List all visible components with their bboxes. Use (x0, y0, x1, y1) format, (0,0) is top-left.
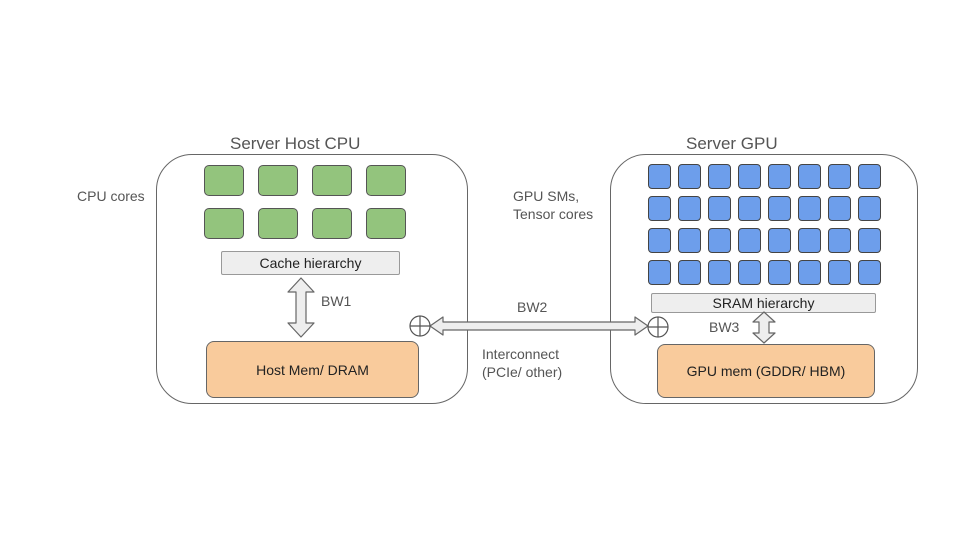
gpu-sm-core (828, 260, 851, 285)
gpu-sm-core (708, 228, 731, 253)
gpu-sm-core (768, 228, 791, 253)
gpu-title: Server GPU (686, 134, 778, 153)
gpu-sm-core (858, 228, 881, 253)
cpu-core (258, 208, 298, 239)
gpu-sm-core (738, 164, 761, 189)
gpu-sm-core (858, 196, 881, 221)
cpu-cores-label: CPU cores (77, 188, 145, 204)
gpu-sm-core (648, 228, 671, 253)
bw3-label: BW3 (709, 319, 740, 335)
interconnect-label-line2: (PCIe/ other) (482, 364, 563, 380)
bw1-label: BW1 (321, 293, 352, 309)
cpu-core (258, 165, 298, 196)
bw1-double-arrow (287, 277, 315, 338)
gpu-sm-core (648, 164, 671, 189)
gpu-sm-core (828, 196, 851, 221)
interconnect-label-line1: Interconnect (482, 346, 560, 362)
gpu-sm-core (678, 228, 701, 253)
gpu-sms-label-line1: GPU SMs, (513, 188, 580, 204)
cpu-core (366, 208, 406, 239)
gpu-sm-core (678, 260, 701, 285)
host-connector-node (409, 315, 431, 337)
gpu-sm-core (768, 164, 791, 189)
gpu-sm-core (798, 164, 821, 189)
gpu-sm-core (768, 260, 791, 285)
gpu-sm-core (798, 196, 821, 221)
cpu-core (204, 165, 244, 196)
sram-hierarchy-bar: SRAM hierarchy (651, 293, 876, 313)
gpu-sm-core (828, 228, 851, 253)
host-mem-box: Host Mem/ DRAM (206, 341, 419, 398)
interconnect-label: Interconnect (PCIe/ other) (482, 345, 562, 381)
gpu-sms-label: GPU SMs, Tensor cores (513, 187, 593, 223)
gpu-connector-node (647, 316, 669, 338)
gpu-sm-core (708, 196, 731, 221)
bw2-double-arrow (429, 316, 649, 336)
gpu-sm-core (648, 196, 671, 221)
host-title: Server Host CPU (230, 134, 361, 153)
gpu-sm-core (738, 228, 761, 253)
gpu-sm-core (738, 260, 761, 285)
cpu-core (366, 165, 406, 196)
gpu-sm-core (858, 164, 881, 189)
gpu-sm-core (738, 196, 761, 221)
gpu-sm-core (678, 164, 701, 189)
bw3-double-arrow (752, 311, 776, 344)
cpu-core (204, 208, 244, 239)
gpu-sm-core (648, 260, 671, 285)
gpu-sm-core (768, 196, 791, 221)
cpu-core (312, 208, 352, 239)
cpu-core (312, 165, 352, 196)
gpu-sm-core (798, 260, 821, 285)
gpu-sm-core (798, 228, 821, 253)
cache-hierarchy-bar: Cache hierarchy (221, 251, 400, 275)
gpu-sms-label-line2: Tensor cores (513, 206, 594, 222)
gpu-sm-core (678, 196, 701, 221)
gpu-mem-box: GPU mem (GDDR/ HBM) (657, 344, 875, 398)
bw2-label: BW2 (517, 299, 548, 315)
gpu-sm-core (858, 260, 881, 285)
gpu-sm-core (708, 260, 731, 285)
gpu-sm-core (828, 164, 851, 189)
gpu-sm-core (708, 164, 731, 189)
